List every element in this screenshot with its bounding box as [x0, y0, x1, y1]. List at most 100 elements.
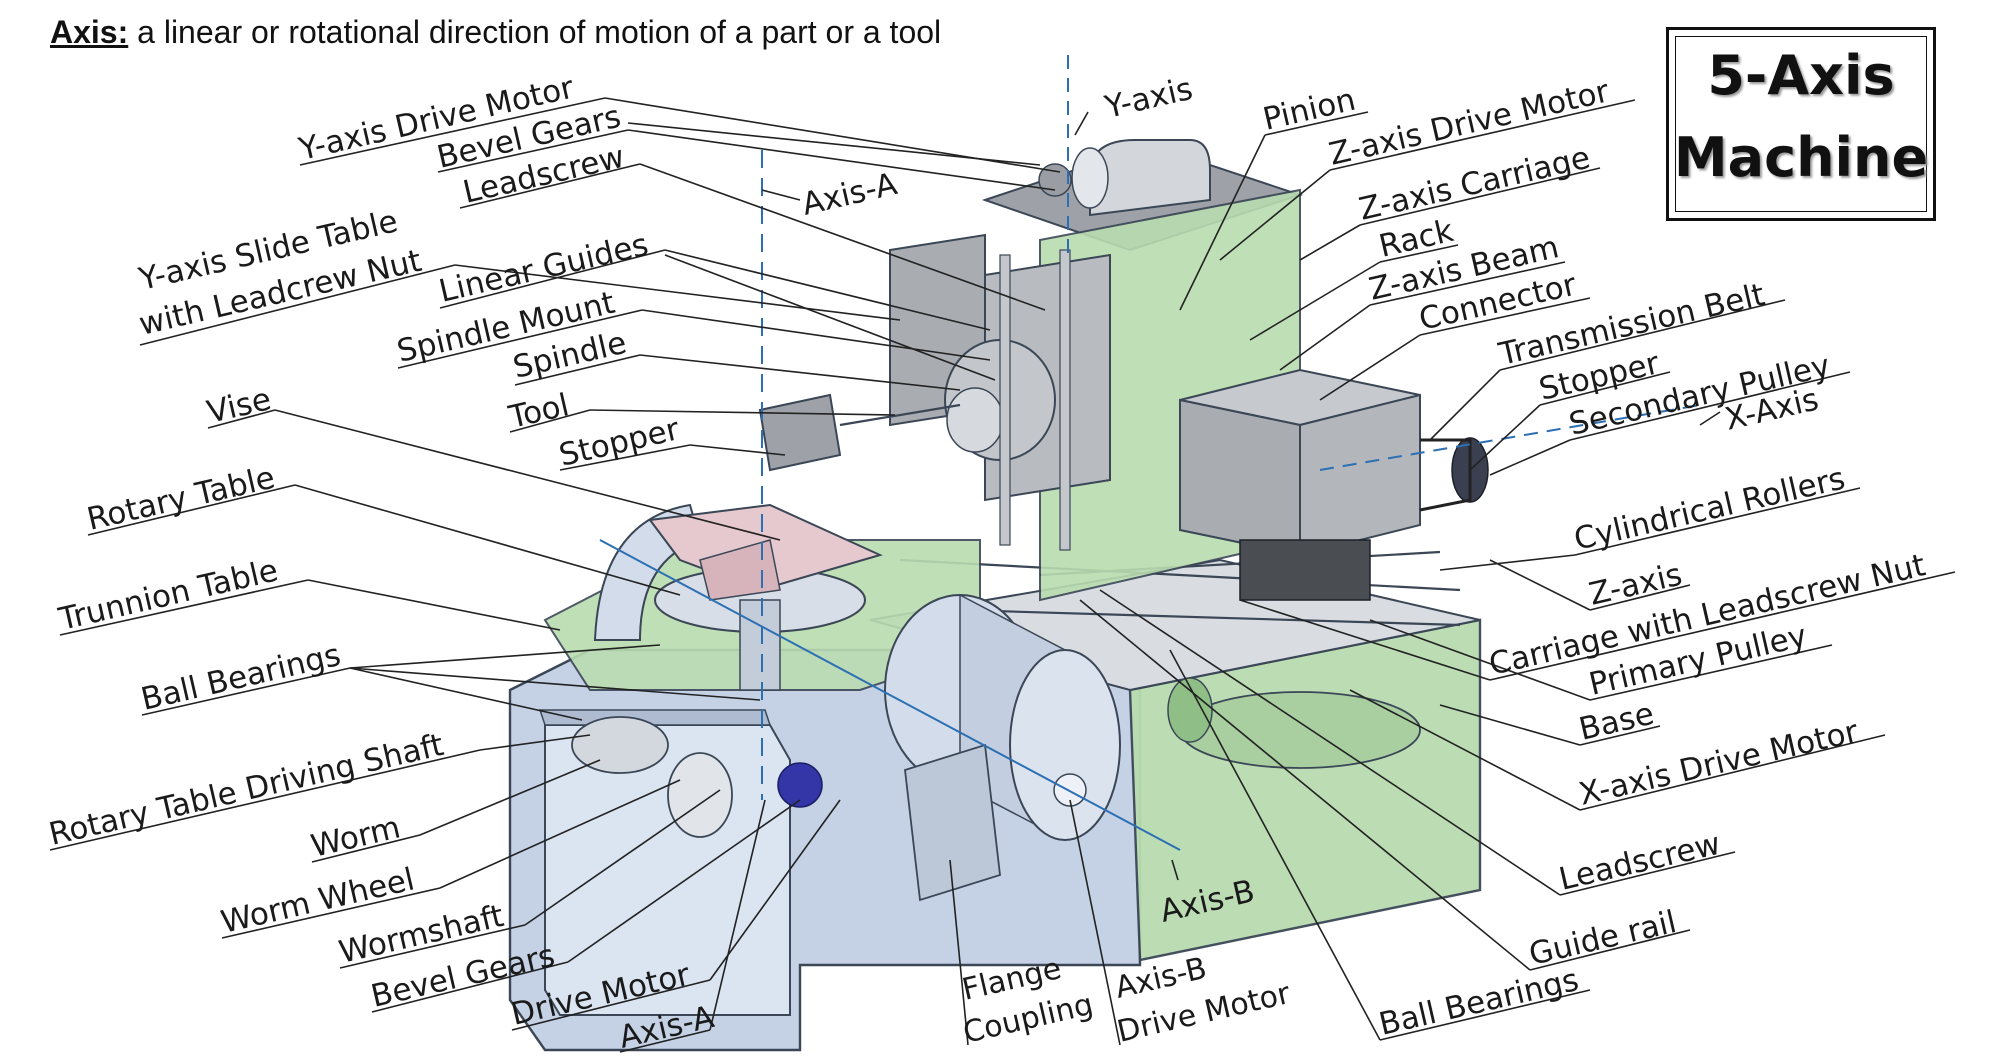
title-box-inner-border: [1675, 36, 1927, 212]
machine-drawing: [508, 55, 1701, 1052]
z-carriage-underline: [1359, 167, 1601, 226]
carriage-nut-underline: [1489, 571, 1956, 681]
roller-end: [1167, 677, 1213, 743]
tool-leader: [589, 409, 896, 416]
label-ball-bearings-right: Ball Bearings: [1376, 962, 1582, 1043]
secondary-pulley-leader: [1489, 439, 1571, 476]
y-drive-motor-end: [1071, 147, 1109, 209]
connector-underline: [1419, 297, 1591, 336]
guide-rail-leader: [1079, 599, 1531, 971]
secondary-pulley-underline: [1569, 371, 1851, 441]
rotary-table-leader: [294, 484, 681, 596]
z-axis-underline: [1589, 584, 1691, 611]
axis-a-bottom-leader: [709, 799, 766, 1031]
label-leadscrew-right: Leadscrew: [1556, 826, 1724, 898]
primary-pulley-underline: [1589, 644, 1833, 701]
guide-rail-underline: [1529, 929, 1691, 971]
title-line-2: Machine: [1673, 126, 1929, 189]
title-box: 5-Axis Machine: [1666, 27, 1936, 221]
pinion-leader: [1179, 134, 1266, 311]
axis-b-motor-face: [1009, 649, 1121, 841]
driving-shaft-underline: [49, 749, 481, 851]
z-drive-block-front: [1179, 398, 1301, 557]
label-base: Base: [1576, 696, 1658, 748]
leader-lines: [49, 97, 1956, 1053]
stopper-right-underline: [1539, 371, 1671, 406]
worm-wheel-leader: [439, 779, 681, 889]
base-leader: [1439, 704, 1581, 746]
rotary-table-column: [739, 599, 781, 691]
spindle-underline: [514, 354, 641, 386]
trunnion-underline: [59, 579, 309, 636]
label-vise: Vise: [204, 381, 275, 431]
label-ball-bearings-left: Ball Bearings: [138, 637, 344, 718]
flange-leader: [949, 859, 969, 1046]
leadscrew-top-underline: [459, 163, 641, 209]
leadscrew-right-underline: [1559, 851, 1736, 896]
ball-bearings-right-leader: [1169, 649, 1381, 1041]
pinion-underline: [1264, 111, 1369, 136]
ball-bearings-right-underline: [1379, 989, 1591, 1041]
label-worm: Worm: [308, 809, 404, 864]
spindle-leader: [639, 354, 961, 391]
bevel-gears-top-underline: [437, 129, 629, 173]
definition-text: a linear or rotational direction of moti…: [128, 14, 942, 50]
y-axis-arrow: [1074, 111, 1089, 136]
linear-guides-underline: [439, 249, 666, 309]
label-linear-guides: Linear Guides: [436, 227, 652, 310]
rack-teeth: [1239, 539, 1371, 601]
worm-leader: [419, 759, 601, 836]
bevel-gear-lower: [777, 762, 823, 808]
ball-bearings-left-leader-2: [349, 667, 761, 701]
driving-shaft-leader: [479, 734, 591, 751]
wormshaft-leader: [524, 789, 721, 926]
ball-bearings-left-leader-1: [349, 667, 583, 721]
vise-leader: [274, 409, 781, 541]
x-axis-dash: [1319, 404, 1701, 471]
z-drive-block-side: [1299, 393, 1421, 557]
axis-definition: Axis: a linear or rotational direction o…: [50, 14, 941, 51]
title-line-1: 5-Axis: [1707, 44, 1895, 107]
bevel-gears-top-leader-2: [627, 122, 1041, 166]
drive-motor-leader: [709, 799, 841, 981]
label-pinion: Pinion: [1260, 82, 1359, 138]
worm-gear: [571, 716, 669, 774]
vise-underline: [207, 409, 276, 429]
tool-rod: [839, 403, 961, 427]
flange-coupling: [904, 743, 1001, 902]
x-axis-arrow: [1699, 411, 1721, 426]
linear-guides-leader-2: [664, 254, 996, 381]
z-carriage-leader: [1299, 224, 1361, 261]
leadscrew-top-leader: [639, 163, 1046, 311]
z-beam-underline: [1369, 261, 1566, 306]
label-rotary-table: Rotary Table: [84, 460, 279, 538]
label-axis-a: Axis-A: [799, 166, 901, 223]
b-axis-line: [599, 539, 1181, 851]
linear-guides-leader-1: [664, 249, 991, 331]
axis-a-bottom-underline: [619, 1029, 711, 1053]
leadscrew-right-leader: [1099, 589, 1561, 896]
ball-bearings-left-underline: [141, 667, 351, 716]
bevel-gears-bottom-leader: [567, 799, 801, 963]
label-guide-rail: Guide rail: [1526, 904, 1680, 973]
drive-motor-underline: [511, 979, 711, 1031]
axis-b-motor-leader: [1069, 799, 1121, 1046]
y-column-left: [999, 254, 1011, 546]
axis-b-motor-shaft: [1053, 773, 1087, 807]
rack-leader: [1249, 261, 1381, 341]
carriage-nut-leader: [1239, 599, 1491, 681]
stopper-left-block: [758, 393, 842, 472]
bevel-gears-top-leader: [627, 129, 1056, 191]
transmission-belt-underline: [1499, 299, 1786, 371]
label-tool: Tool: [505, 387, 573, 436]
rack-underline: [1379, 244, 1459, 263]
rollers-leader: [1439, 554, 1576, 571]
rotary-table-underline: [87, 484, 296, 536]
spindle-mount-underline: [397, 309, 643, 369]
worm-wheel: [667, 752, 733, 838]
y-motor-leader: [604, 97, 1061, 173]
worm-wheel-underline: [221, 887, 441, 939]
axis-b-arrow: [1171, 859, 1179, 881]
